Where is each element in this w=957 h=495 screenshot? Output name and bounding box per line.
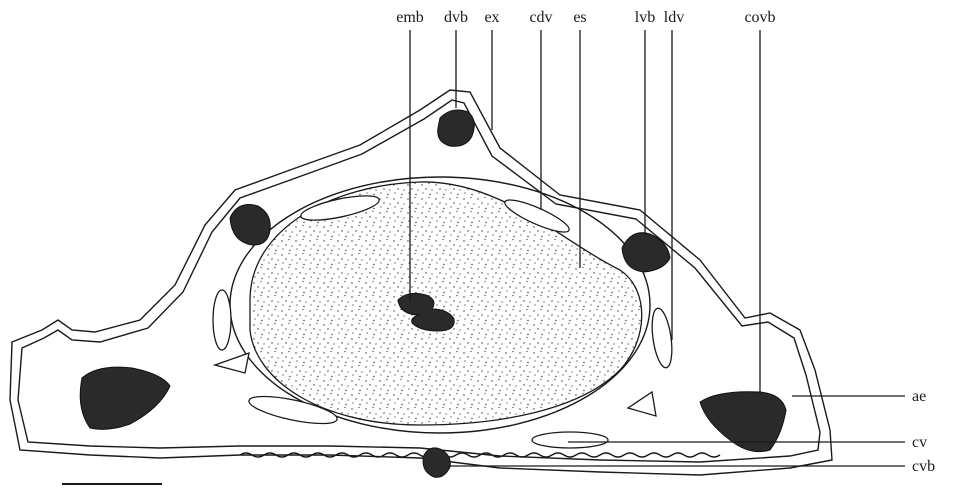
label-ae: ae (912, 388, 926, 405)
label-ldv: ldv (664, 9, 684, 26)
label-es: es (573, 9, 586, 26)
label-cdv: cdv (529, 9, 552, 26)
label-cv: cv (912, 434, 927, 451)
small-cavity-left (215, 353, 249, 373)
commissural-vascular-bundle-left (80, 367, 170, 429)
dorsal-vascular-bundle (438, 110, 475, 146)
lateral-vascular-bundle (622, 233, 670, 272)
lateral-vascular-bundle-left (230, 205, 270, 246)
lateral-vitta-left (213, 290, 231, 350)
label-dvb: dvb (444, 9, 468, 26)
label-lvb: lvb (635, 9, 655, 26)
lateral-dorsal-vitta (649, 307, 675, 369)
label-covb: covb (744, 9, 775, 26)
label-cvb: cvb (912, 458, 935, 475)
label-emb: emb (396, 9, 424, 26)
small-cavity-right (628, 392, 656, 416)
label-ex: ex (484, 9, 499, 26)
commissural-ventral-bundle (423, 448, 450, 477)
commissural-vitta (532, 432, 608, 448)
